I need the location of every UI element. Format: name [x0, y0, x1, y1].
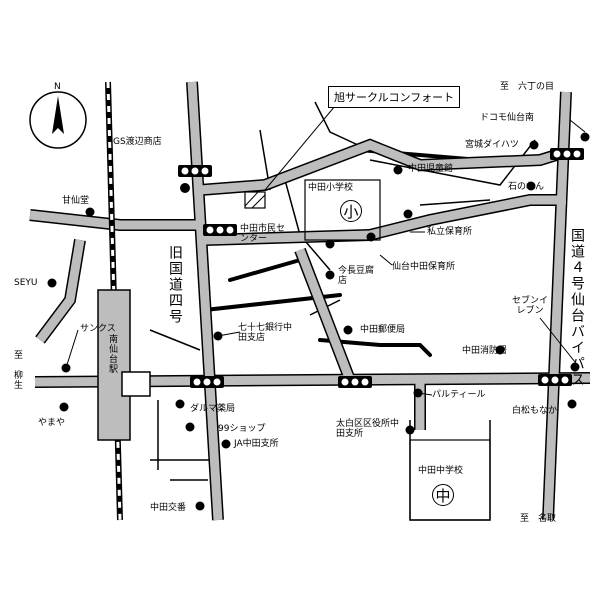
poi-dot-ward-office [405, 425, 415, 435]
label-docomo: ドコモ仙台南 [480, 113, 535, 123]
compass-north-label: N [54, 82, 61, 92]
label-taihaku-ward-office: 太白区区役所中田支所 [336, 419, 400, 439]
traffic-lights [178, 148, 584, 388]
elementary-school-ground [304, 179, 381, 241]
poi-dot-shimin-center [325, 239, 335, 249]
poi-dot-jidokan [393, 165, 403, 175]
label-nakata-junior-high: 中田中学校 [418, 466, 464, 476]
poi-dots [47, 132, 590, 511]
label-nakata-post: 中田郵便局 [360, 325, 406, 335]
poi-dot-shiramatsu [567, 399, 577, 409]
compass-rose [29, 91, 87, 149]
road-west-connector [228, 258, 302, 282]
poi-dot-yamaya [59, 402, 69, 412]
label-sendai-nakata-hoikusho: 仙台中田保育所 [392, 262, 456, 272]
label-nakata-fire: 中田消防署 [462, 346, 508, 356]
traffic-light-main-east [538, 374, 572, 386]
school-grounds [304, 179, 491, 521]
label-99shop: 99ショップ [218, 424, 266, 434]
poi-dot-hoikusho-private [403, 209, 413, 219]
poi-dot-imacho [325, 270, 335, 280]
poi-dot-ishinoren [526, 181, 536, 191]
label-nakata-jidokan: 中田児童館 [408, 164, 454, 174]
poi-dot-post [343, 325, 353, 335]
label-seven-eleven: セブンイレブン [511, 296, 548, 316]
road-post-office [318, 338, 432, 357]
poi-dot-seyu [47, 278, 57, 288]
label-nakata-koban: 中田交番 [150, 503, 187, 513]
label-yamaya: やまや [38, 418, 66, 428]
label-route4-bypass: 国道４号仙台バイパス [569, 228, 585, 388]
label-miyagi-daihatsu: 宮城ダイハツ [465, 140, 519, 150]
traffic-light-main-center [338, 376, 372, 388]
station-building [97, 289, 151, 441]
traffic-light-shimin [203, 224, 237, 236]
label-ishinoren: 石のれん [508, 182, 545, 192]
poi-dot-hoikusho-sendai [366, 232, 376, 242]
label-nakata-shimin-center: 中田市民センター [240, 224, 286, 244]
label-imacho-tofu: 今長豆腐店 [338, 266, 375, 286]
label-minami-sendai-station: 南仙台駅 [107, 334, 117, 374]
street-misc-2 [149, 329, 201, 351]
label-kansendo: 甘仙堂 [62, 196, 90, 206]
label-parutiiru: パルティール [432, 390, 486, 400]
poi-dot-docomo [580, 132, 590, 142]
traffic-light-main-west [190, 376, 224, 388]
label-shiramatsu-monaka: 白松もなか [512, 406, 558, 416]
traffic-light-gs [178, 165, 212, 177]
building-hatched [244, 191, 266, 209]
poi-dot-99shop [185, 422, 195, 432]
elementary-school-mark: 小 [340, 200, 362, 222]
poi-dot-koban [195, 501, 205, 511]
poi-dot-seven-eleven [570, 362, 580, 372]
label-old-route4: 旧国道四号 [167, 245, 183, 325]
callout-asahi-circle-comfort: 旭サークルコンフォート [328, 86, 461, 108]
label-gs-watanabe: GS渡辺商店 [113, 137, 162, 147]
label-to-rokuchome: 至 六丁の目 [500, 82, 555, 92]
label-sankusu: サンクス [80, 324, 116, 334]
leader-lines [65, 99, 586, 396]
label-seyu: SEYU [14, 278, 38, 288]
poi-dot-daihatsu [529, 140, 539, 150]
label-to-yanagiu: 至 柳生 [12, 350, 22, 390]
street-north-curve [314, 101, 359, 146]
street-east-link [419, 199, 491, 206]
label-shiritsu-hoikusho: 私立保育所 [427, 227, 473, 237]
label-ja-nakata: JA中田支所 [234, 439, 279, 449]
traffic-light-daihatsu [550, 148, 584, 160]
poi-dot-fire [495, 345, 505, 355]
label-nakata-elementary: 中田小学校 [308, 183, 354, 193]
label-bank77: 七十七銀行中田支店 [238, 323, 293, 343]
label-to-natori: 至 名取 [520, 514, 557, 524]
poi-dot-daruma [175, 399, 185, 409]
label-daruma-pharmacy: ダルマ薬局 [190, 404, 236, 414]
junior-high-ground [409, 439, 491, 521]
poi-dot-ja [221, 439, 231, 449]
junior-high-school-mark: 中 [432, 484, 454, 506]
poi-dot-gs [180, 183, 190, 193]
poi-dot-kansendo [85, 207, 95, 217]
